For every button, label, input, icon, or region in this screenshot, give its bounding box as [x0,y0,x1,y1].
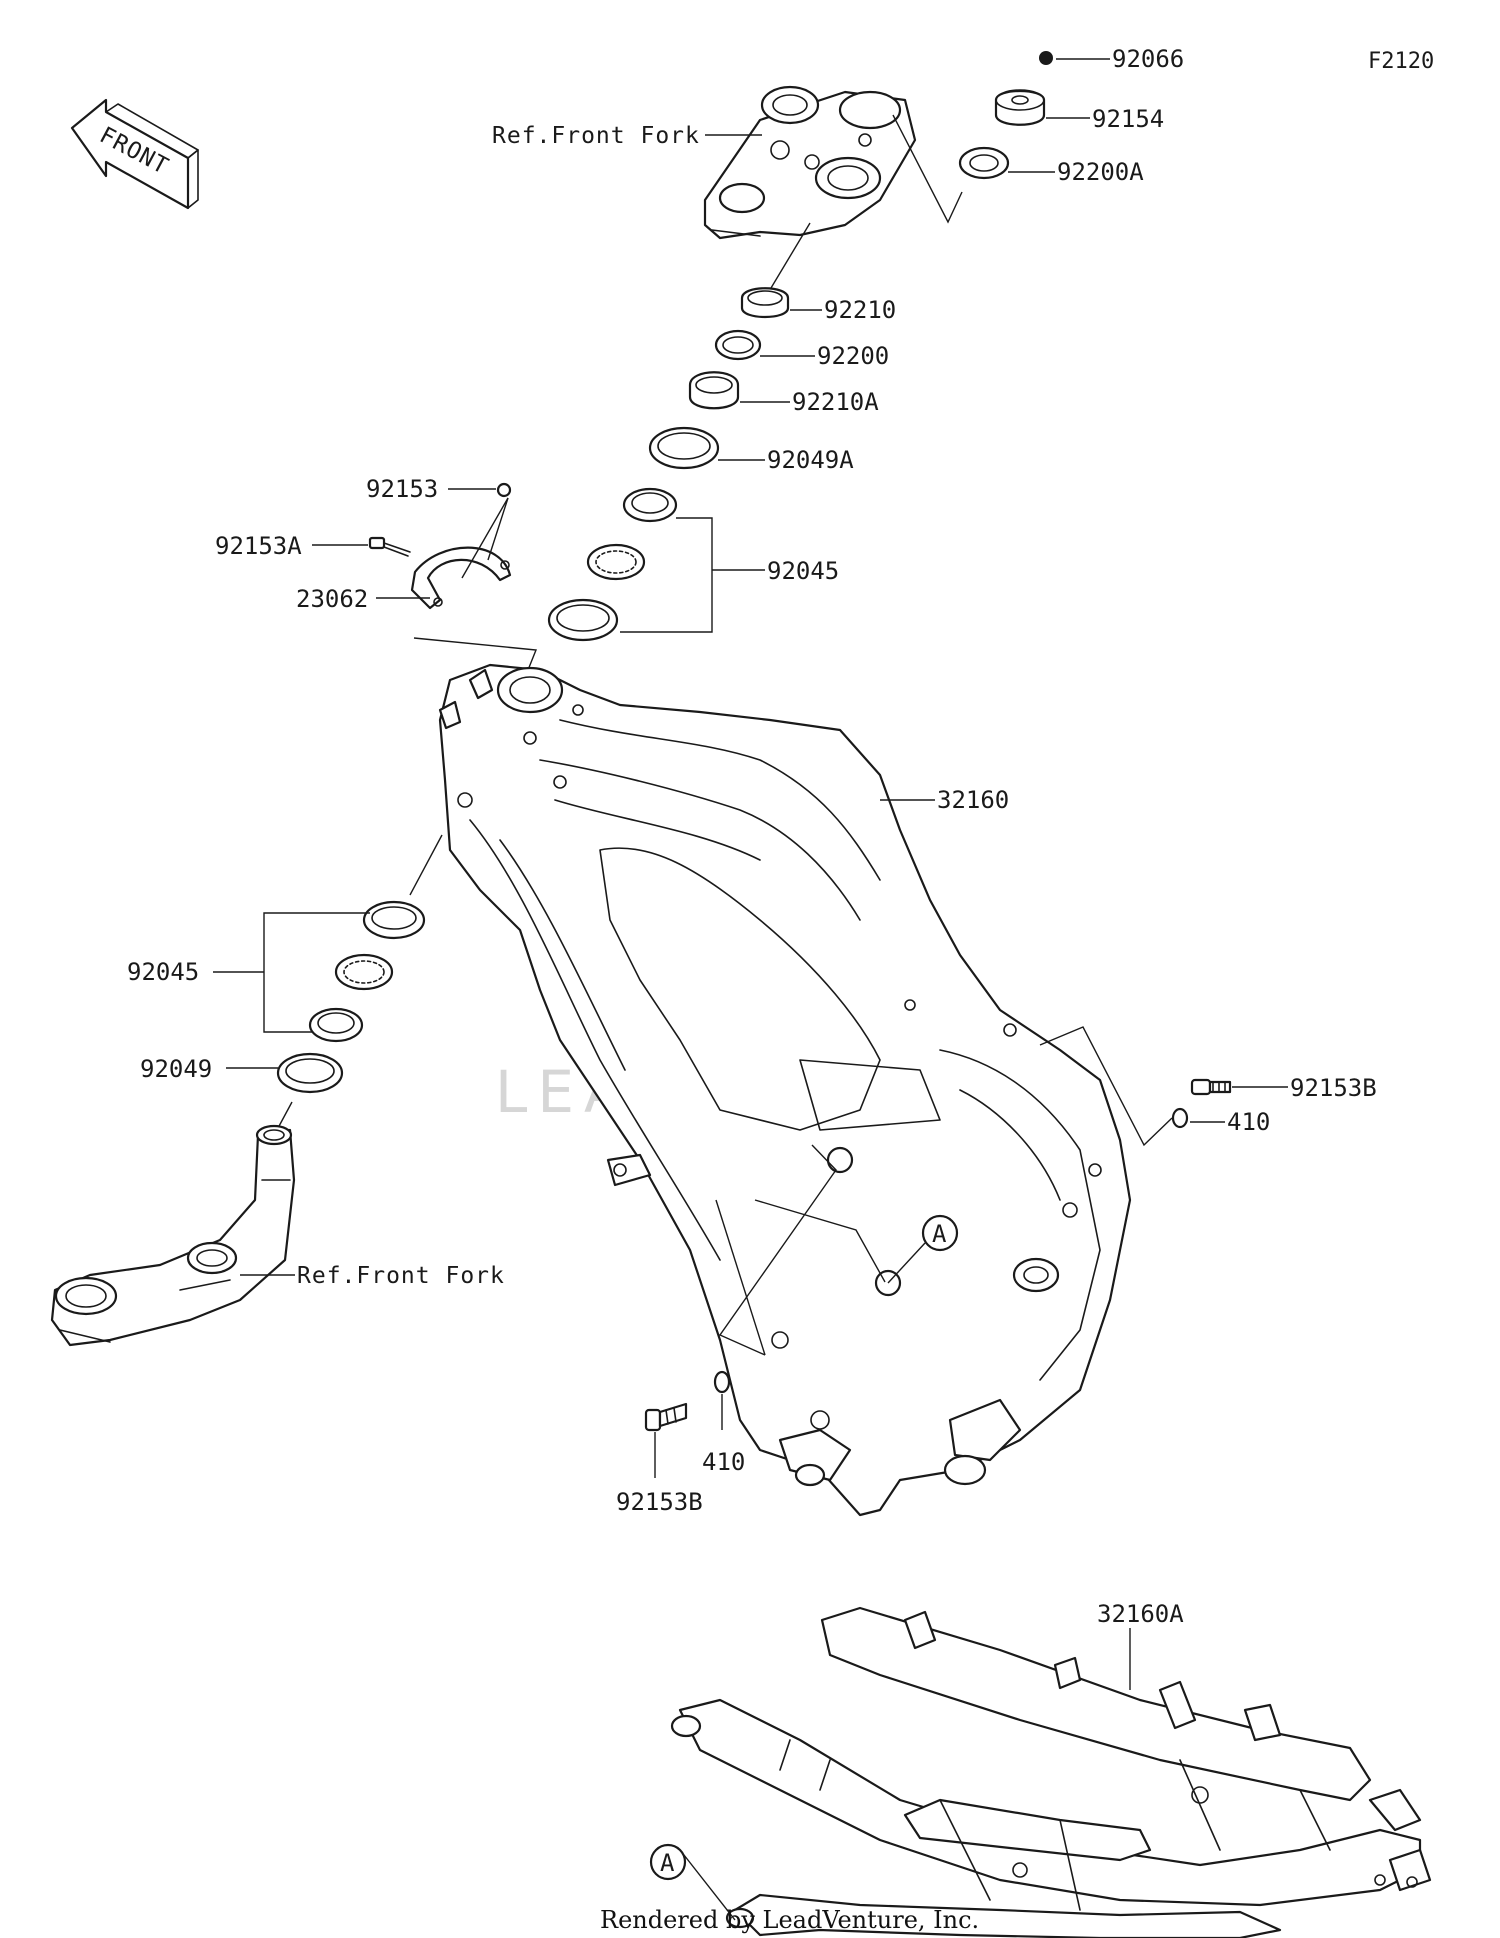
label-92049: 92049 [140,1055,212,1083]
ref-front-fork-lower: Ref.Front Fork [297,1263,505,1289]
label-32160: 32160 [937,786,1009,814]
part-92045-lower: 92045 [127,900,426,1043]
part-410-bottom: 410 [702,1370,745,1476]
part-92049: 92049 [140,1052,344,1094]
callout-a-frame-label: A [932,1220,947,1248]
label-92200: 92200 [817,342,889,370]
label-23062: 23062 [296,585,368,613]
label-92153A: 92153A [215,532,302,560]
label-92154: 92154 [1092,105,1164,133]
label-92066: 92066 [1112,45,1184,73]
label-92200A: 92200A [1057,158,1144,186]
label-92210A: 92210A [792,388,879,416]
part-92049A: 92049A [648,426,854,474]
label-32160A: 32160A [1097,1600,1184,1628]
label-92045-lower: 92045 [127,958,199,986]
part-92045-upper: 92045 [547,487,839,642]
upper-fork-bracket [703,85,917,240]
part-92154: 92154 [994,89,1164,133]
callout-a-frame: A [887,1214,959,1284]
front-direction-arrow-icon: FRONT [70,98,199,210]
footer-credit: Rendered by LeadVenture, Inc. [600,1906,979,1934]
ref-front-fork-upper: Ref.Front Fork [492,123,700,149]
label-410-right: 410 [1227,1108,1270,1136]
label-92153B-bottom: 92153B [616,1488,703,1516]
figure-code: F2120 [1368,49,1434,74]
label-92210: 92210 [824,296,896,324]
part-92153B-bottom: 92153B [616,1402,703,1516]
part-410-right: 410 [1171,1107,1270,1136]
label-92049A: 92049A [767,446,854,474]
main-frame-32160 [438,663,1132,1517]
part-92066: 92066 [1039,45,1184,73]
label-92153B-right: 92153B [1290,1074,1377,1102]
subframe-32160A [670,1606,1432,1938]
part-92153A-screw: 92153A [215,532,411,560]
lower-fork-bracket [50,1124,296,1347]
part-23062-clamp [410,497,512,610]
part-92200A: 92200A [958,146,1144,186]
part-92153-screw: 92153 [366,475,512,503]
label-92045-upper: 92045 [767,557,839,585]
part-92210A: 92210A [688,371,879,416]
label-92153: 92153 [366,475,438,503]
part-92200: 92200 [714,329,889,370]
label-410-bottom: 410 [702,1448,745,1476]
part-92210: 92210 [740,287,896,324]
part-92153B-right: 92153B [1190,1074,1377,1102]
callout-a-subframe: A [649,1843,736,1921]
callout-a-subframe-label: A [660,1849,675,1877]
